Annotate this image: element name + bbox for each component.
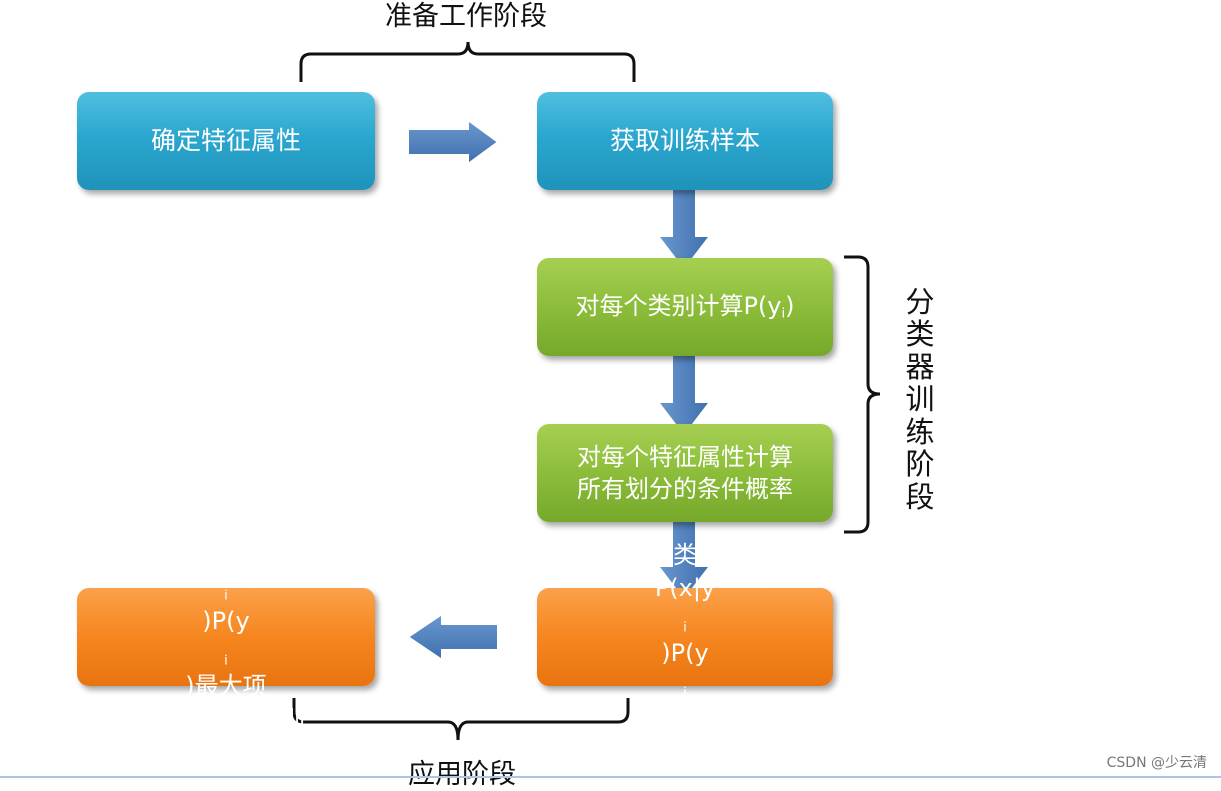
arrow-right [407, 118, 500, 166]
apply-stage-brace [292, 698, 630, 741]
box-determine-features: 确定特征属性 [77, 92, 375, 190]
box-result-line2: 作为x所属类别 [146, 704, 306, 733]
prep-stage-label: 准备工作阶段 [385, 1, 547, 32]
box-calc-prior-text: 对每个类别计算P(yi) [575, 292, 795, 322]
apply-stage-label: 应用阶段 [408, 759, 516, 790]
box-calc-posterior-line1: 对每个类别计算 [601, 541, 769, 570]
page-divider [0, 776, 1221, 778]
box-calc-conditional-line2: 所有划分的条件概率 [577, 475, 793, 503]
box-calc-conditional: 对每个特征属性计算 所有划分的条件概率 [537, 424, 833, 522]
train-stage-label: 分 类 器 训 练 阶 段 [905, 285, 935, 514]
watermark: CSDN @少云清 [1106, 755, 1207, 771]
arrow-left [406, 612, 499, 662]
arrow-down-1 [655, 179, 713, 272]
box-get-samples: 获取训练样本 [537, 92, 833, 190]
box-get-samples-text: 获取训练样本 [609, 126, 760, 156]
arrow-down-2 [655, 341, 713, 438]
box-calc-prior: 对每个类别计算P(yi) [537, 258, 833, 356]
prep-stage-brace [299, 41, 636, 82]
train-stage-brace [844, 255, 881, 534]
box-calc-conditional-line1: 对每个特征属性计算 [577, 442, 793, 471]
box-determine-features-text: 确定特征属性 [150, 126, 301, 156]
